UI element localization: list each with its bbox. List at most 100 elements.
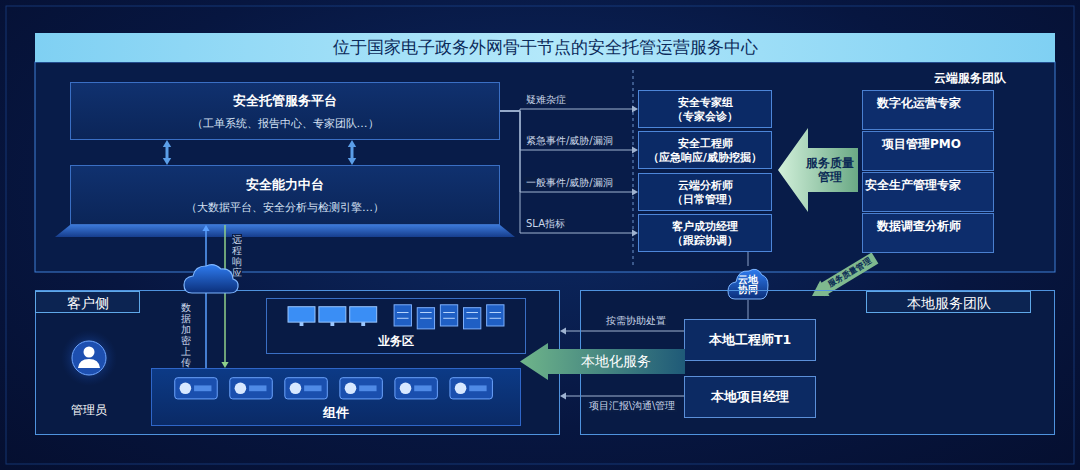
graphic: [340, 378, 382, 399]
node-label: 本地化服务: [581, 353, 651, 371]
team-group: 云端服务团队数字化运营专家项目管理PMO 安全生产管理专家数据调查分析师: [858, 66, 1038, 258]
arrow-head: [812, 281, 829, 296]
process-box: 安全托管服务平台 （工单系统、报告中心、专家团队…）: [70, 82, 500, 140]
node-label: 管理员: [71, 402, 107, 419]
connector-line: [748, 300, 749, 319]
node-label: 本地工程师T1: [709, 332, 791, 349]
arrow-shape: 服务质量管理: [778, 128, 858, 212]
graphic: [330, 322, 334, 326]
node-sublabel: （大数据平台、安全分析与检测引擎…）: [186, 200, 384, 215]
connector: [202, 225, 209, 368]
edge-label: 一般事件/威胁/漏洞: [524, 177, 615, 189]
connector-line: [500, 111, 634, 233]
expert-box: 数字化运营专家: [862, 90, 994, 130]
graphic: [350, 307, 377, 322]
node-sublabel: （应急响应/威胁挖掘）: [648, 150, 762, 164]
graphic: [466, 318, 478, 319]
local-role-box: 本地工程师T1: [684, 319, 816, 361]
edge-label: 疑难杂症: [524, 94, 568, 106]
connector: [500, 111, 638, 237]
arrow-head: [163, 158, 171, 165]
connector: [748, 252, 749, 266]
node-label: 安全工程师: [678, 136, 733, 150]
graphic: [180, 383, 192, 395]
platform-box: 安全能力中台（大数据平台、安全分析与检测引擎…）: [70, 165, 500, 225]
node-label: 业务区: [378, 333, 414, 350]
graphic: [249, 385, 266, 391]
graphic: [35, 290, 560, 435]
admin-icon: 管理员: [59, 331, 119, 419]
connector-line: [564, 396, 684, 397]
connector: [560, 327, 684, 334]
graphic: [455, 383, 467, 395]
arrow-head: [348, 140, 356, 147]
graphic: [397, 312, 409, 313]
graphic: [61, 330, 117, 386]
expert-box: 项目管理PMO: [862, 131, 994, 171]
connector-line: [564, 331, 684, 332]
role-box: 安全工程师（应急响应/威胁挖掘）: [638, 131, 772, 169]
graphic: [633, 70, 634, 266]
node-label: 项目管理PMO: [882, 136, 961, 153]
graphic: [288, 307, 315, 322]
graphic: [72, 341, 106, 375]
node-label: 安全生产管理专家: [865, 177, 961, 194]
arrow-head: [348, 158, 356, 165]
node-label: 数据调查分析师: [877, 218, 961, 235]
graphic: [300, 322, 304, 326]
connector: [560, 392, 684, 399]
graphic: [464, 308, 481, 329]
edge-label: 项目汇报\沟通\管理: [587, 400, 678, 412]
graphic: [487, 305, 504, 326]
connector: [500, 111, 638, 196]
graphic: [345, 383, 357, 395]
arrow-head: [560, 327, 566, 334]
graphic: [230, 378, 272, 399]
graphic: [304, 385, 321, 391]
graphic: [6, 6, 1074, 464]
connector-line: [224, 225, 226, 364]
graphic: [361, 322, 365, 326]
graphic: [420, 312, 432, 313]
graphic: [78, 359, 100, 368]
graphic: [450, 378, 492, 399]
graphic: [359, 385, 376, 391]
graphic: [235, 383, 247, 395]
edge-label: 数据加密上传: [181, 302, 191, 368]
customer-panel: 客户侧管理员 业务区组件: [35, 290, 560, 435]
graphic: [285, 378, 327, 399]
edge-label: 远程响应: [232, 234, 242, 278]
connector: [748, 300, 749, 319]
connector: [500, 105, 638, 112]
connector-line: [166, 145, 169, 160]
title-band: 位于国家电子政务外网骨干节点的安全托管运营服务中心: [35, 33, 1055, 62]
node-sublabel: （专家会诊）: [672, 109, 738, 123]
graphic: [84, 347, 95, 358]
role-box: 客户成功经理（跟踪协调）: [638, 214, 772, 252]
node-label: 云端服务团队: [934, 70, 1006, 87]
node-sublabel: （工单系统、报告中心、专家团队…）: [192, 116, 379, 131]
expert-box: 数据调查分析师: [862, 213, 994, 253]
node-label: 本地项目经理: [711, 389, 789, 406]
node-label: 客户成功经理: [672, 219, 738, 233]
edge-label: 服务质量管理: [826, 256, 873, 291]
graphic: [194, 385, 211, 391]
graphic: [443, 312, 455, 313]
node-label: 客户侧: [35, 291, 140, 313]
local-role-box: 本地项目经理: [684, 376, 816, 418]
node-label: 服务质量管理: [804, 156, 856, 184]
graphic: [490, 312, 502, 313]
node-label: 云端分析师: [678, 178, 733, 192]
graphic: [728, 269, 768, 299]
graphic: [469, 385, 486, 391]
graphic: [443, 318, 455, 319]
graphic: [55, 225, 515, 237]
graphic: [397, 318, 409, 319]
component-bar: 组件: [151, 368, 521, 426]
node-label: 安全托管服务平台: [233, 92, 337, 110]
node-sublabel: （跟踪协调）: [672, 233, 738, 247]
graphic: [414, 385, 431, 391]
role-box: 云端分析师（日常管理）: [638, 173, 772, 211]
node-sublabel: （日常管理）: [672, 192, 738, 206]
